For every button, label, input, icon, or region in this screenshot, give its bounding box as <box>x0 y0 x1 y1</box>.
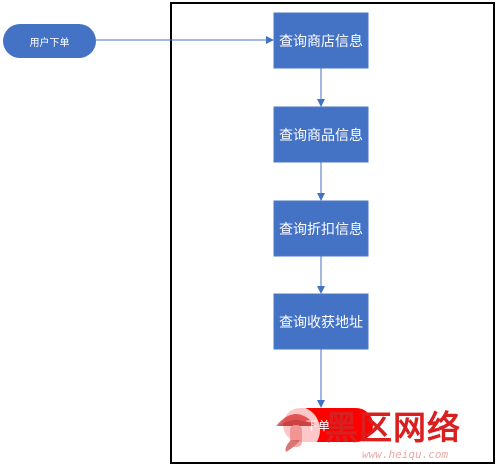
process-container <box>170 2 495 464</box>
step-box-4[interactable] <box>273 293 369 350</box>
step-box-2[interactable] <box>273 106 369 163</box>
start-node[interactable] <box>3 24 96 58</box>
mushroom-logo-icon <box>272 406 320 454</box>
step-box-3[interactable] <box>273 200 369 257</box>
step-box-1[interactable] <box>273 12 369 69</box>
